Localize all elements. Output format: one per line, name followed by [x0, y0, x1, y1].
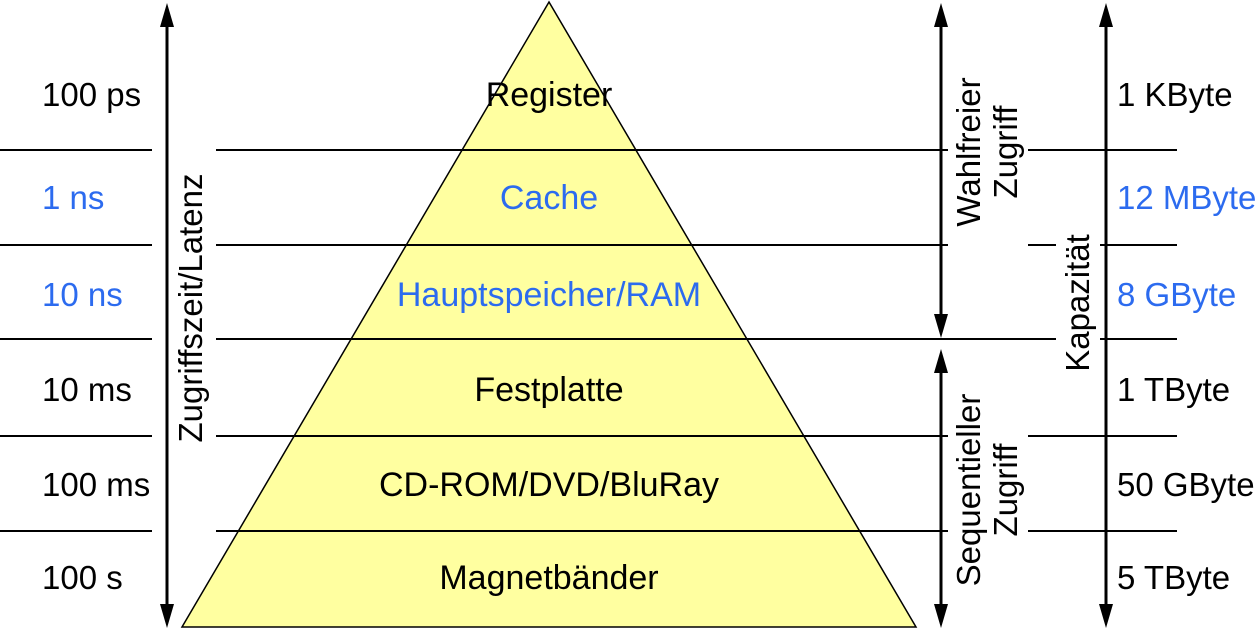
level-label-optical: CD-ROM/DVD/BluRay	[378, 466, 720, 504]
level-label-ram: Hauptspeicher/RAM	[396, 276, 702, 314]
separator-line-5-left	[0, 530, 152, 532]
capacity-label-optical: 50 GByte	[1117, 466, 1255, 503]
separator-line-3-main	[216, 338, 1177, 340]
level-label-cache: Cache	[499, 179, 599, 217]
level-label-disk: Festplatte	[474, 371, 624, 409]
level-label-register: Register	[485, 76, 613, 114]
separator-line-5-main	[216, 530, 1177, 532]
latency-arrow	[160, 3, 174, 628]
capacity-label-tape: 5 TByte	[1117, 559, 1231, 596]
capacity-arrow	[1099, 3, 1113, 628]
separator-line-4-main	[216, 435, 1177, 437]
separator-line-4-left	[0, 435, 152, 437]
separator-line-1-left	[0, 149, 152, 151]
time-label-disk: 10 ms	[42, 371, 132, 408]
separator-line-3-left	[0, 338, 152, 340]
separator-line-1-main	[216, 149, 1177, 151]
time-label-register: 100 ps	[42, 76, 142, 113]
level-label-tape: Magnetbänder	[439, 559, 659, 597]
separator-line-2-main	[216, 244, 1177, 246]
time-label-ram: 10 ns	[42, 276, 123, 313]
capacity-label-register: 1 KByte	[1117, 76, 1233, 113]
capacity-label-cache: 12 MByte	[1117, 179, 1257, 216]
random-access-arrow	[934, 3, 948, 338]
pyramid-triangle	[180, 0, 918, 628]
capacity-label-disk: 1 TByte	[1117, 371, 1231, 408]
capacity-label-ram: 8 GByte	[1117, 276, 1237, 313]
time-label-optical: 100 ms	[42, 466, 151, 503]
time-label-cache: 1 ns	[42, 179, 105, 216]
time-label-tape: 100 s	[42, 559, 123, 596]
sequential-access-arrow	[934, 349, 948, 628]
separator-line-2-left	[0, 244, 152, 246]
